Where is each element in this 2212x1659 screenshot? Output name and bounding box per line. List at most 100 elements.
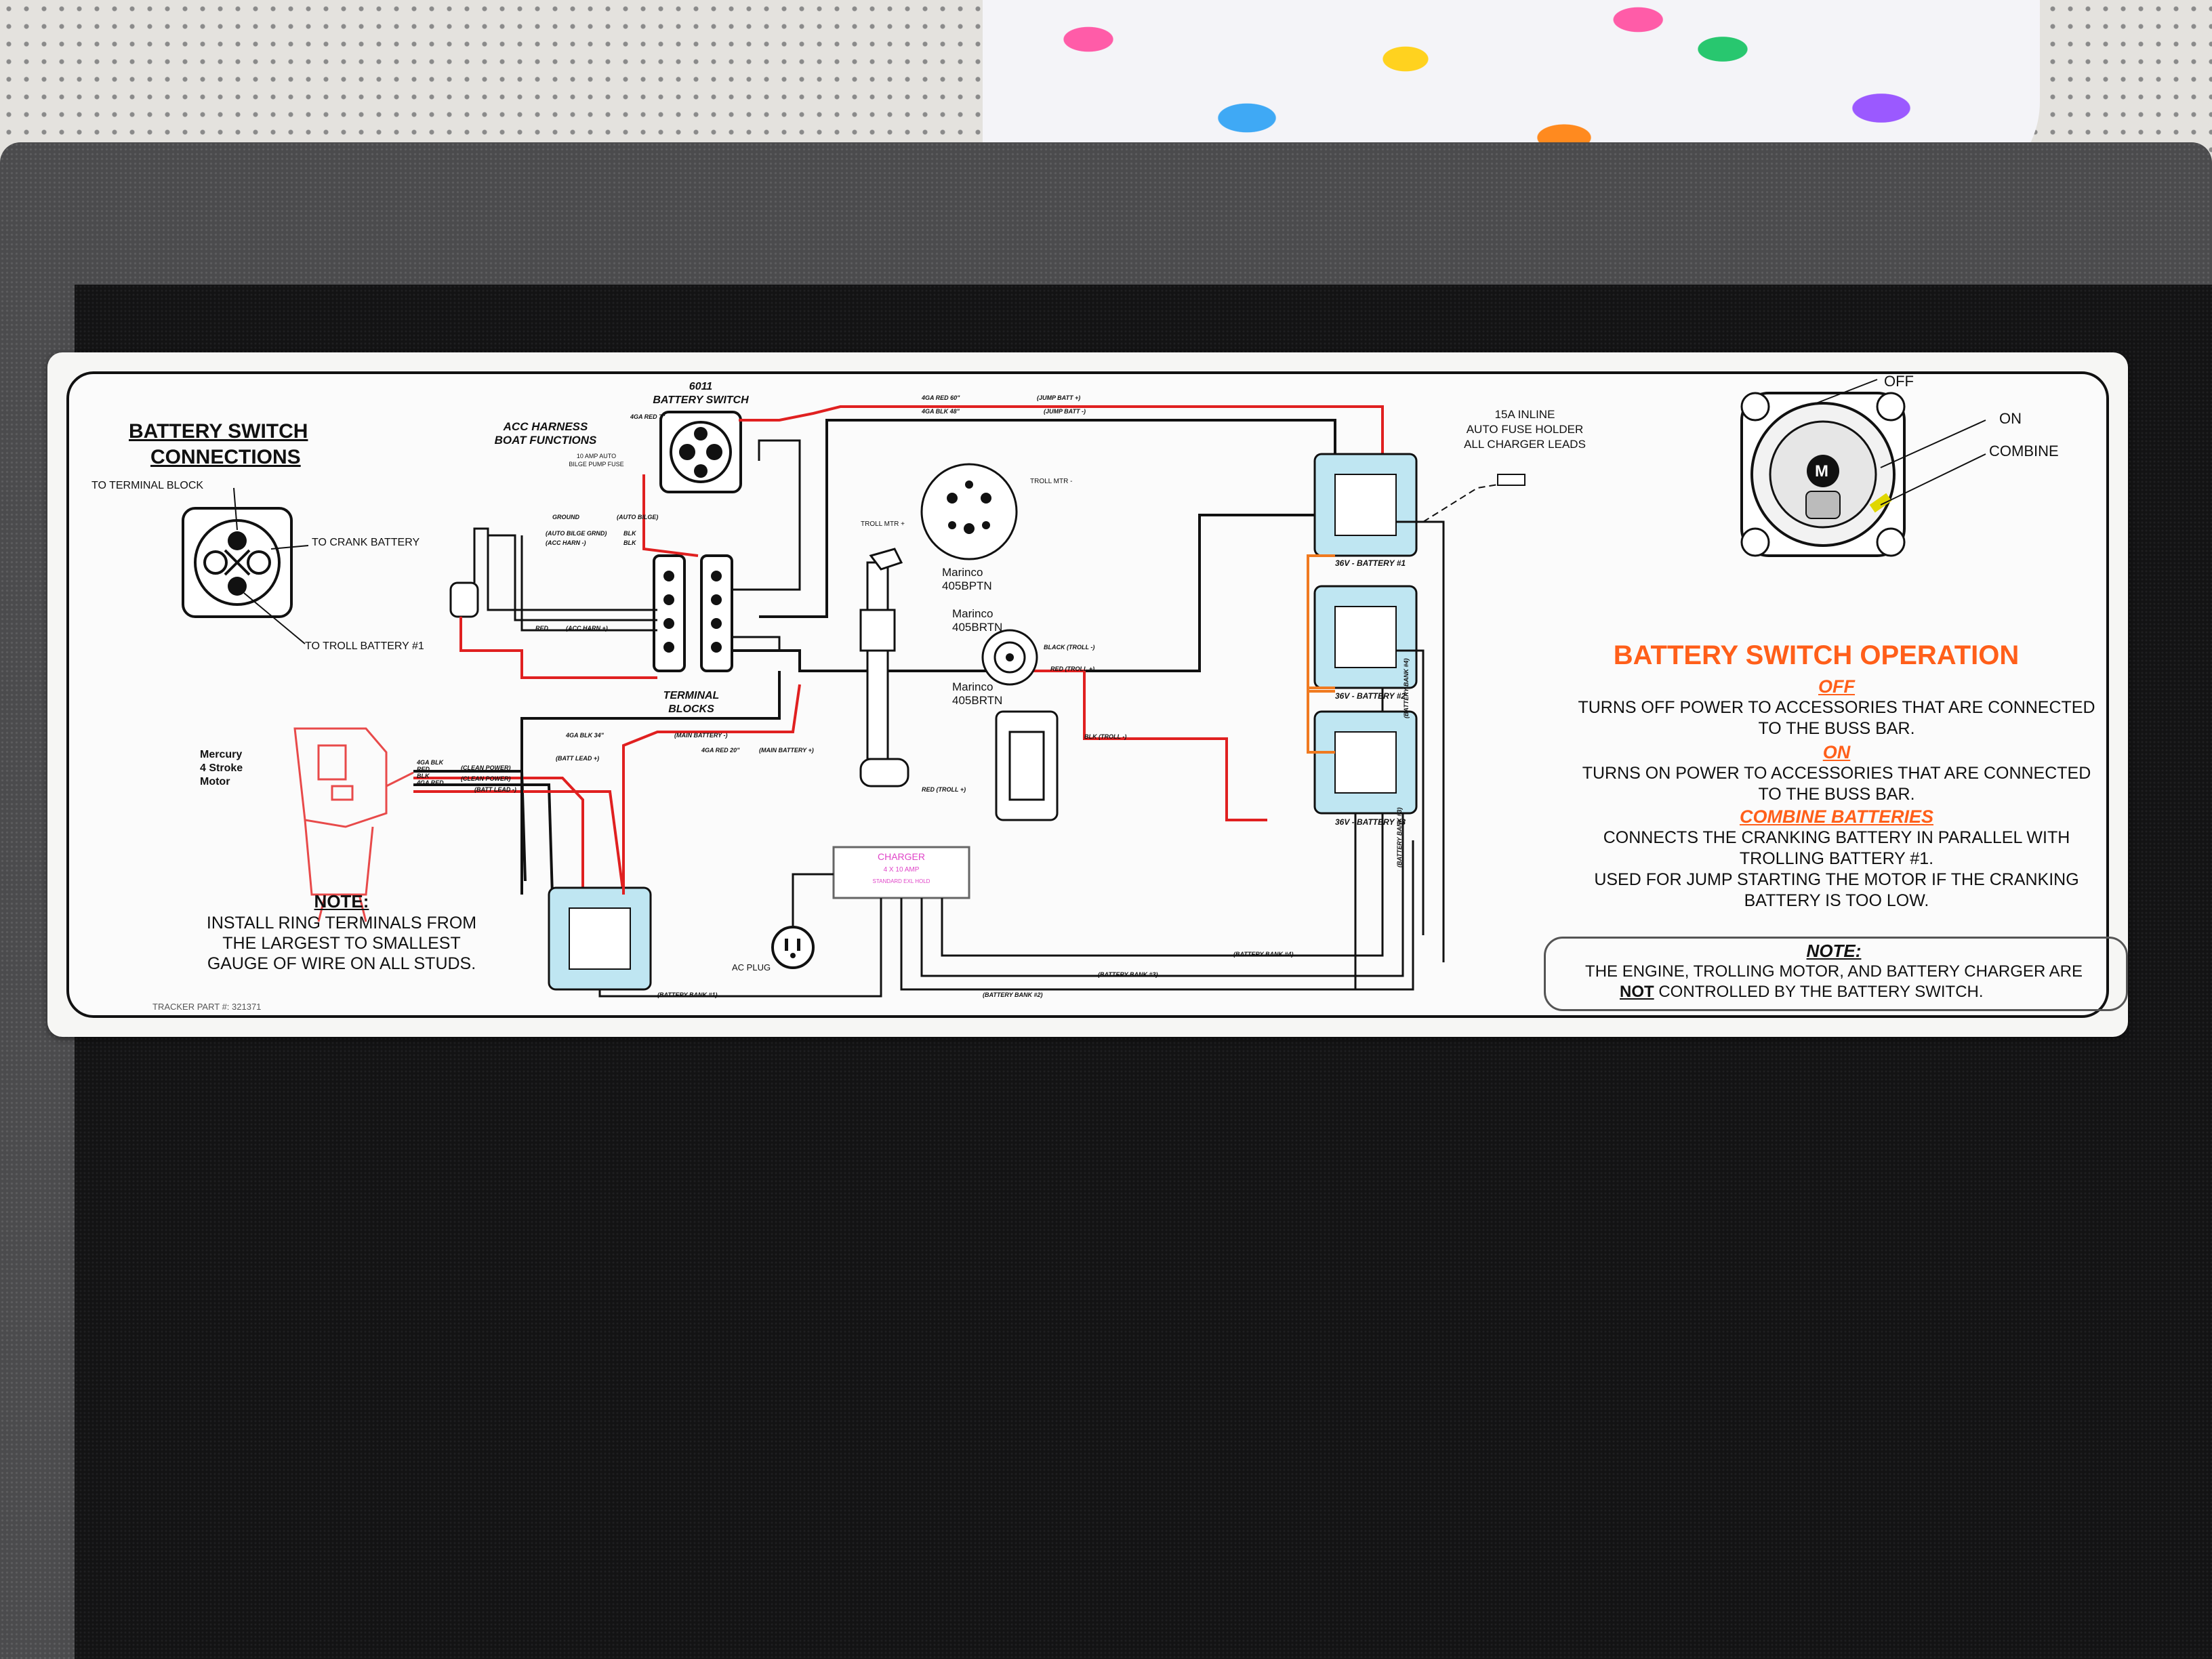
battery-switch-connections-title-1: BATTERY SWITCH (129, 420, 308, 443)
battery-switch-6011-graphic (659, 411, 742, 493)
battery-switch-connections-title-2: CONNECTIONS (150, 446, 301, 468)
left-battery-switch-graphic (182, 487, 309, 644)
wire-main-battery-plus: (MAIN BATTERY +) (759, 747, 814, 754)
wire-battery-bank-1: (BATTERY BANK #1) (657, 991, 718, 998)
wire-clean-power: (CLEAN POWER) (461, 764, 511, 771)
wire-blk-troll-minus: BLK (TROLL -) (1084, 733, 1127, 740)
wire-blk-motor: BLK (417, 773, 430, 779)
marinco-405brtn-plug (995, 710, 1059, 821)
wire-4ga-blk-motor: 4GA BLK (417, 759, 444, 766)
knob-label-on: ON (1999, 410, 2022, 427)
charger-spec-label: 4 X 10 AMP (883, 866, 920, 874)
right-note-line-1: THE ENGINE, TROLLING MOTOR, AND BATTERY … (1585, 962, 2083, 981)
wire-main-battery-minus: (MAIN BATTERY -) (674, 732, 728, 739)
wire-ground: GROUND (552, 514, 579, 520)
motor-label-1: Mercury (200, 749, 243, 760)
wire-4ga-red-20: 4GA RED 20" (701, 747, 740, 754)
wire-black-troll-minus: BLACK (TROLL -) (1044, 644, 1095, 651)
knob-label-off: OFF (1884, 373, 1914, 390)
wire-4ga-blk-34: 4GA BLK 34" (566, 732, 604, 739)
motor-label-2: 4 Stroke (200, 762, 243, 774)
right-note-line-2: NOT CONTROLLED BY THE BATTERY SWITCH. (1620, 983, 1984, 1002)
switch-name-label: BATTERY SWITCH (653, 394, 749, 406)
terminal-blocks-label-2: BLOCKS (668, 703, 714, 715)
marinco-1-label-2: 405BPTN (942, 579, 992, 592)
on-line-2: TO THE BUSS BAR. (1758, 785, 1915, 804)
combine-line-1: CONNECTS THE CRANKING BATTERY IN PARALLE… (1603, 828, 2070, 847)
wire-blk: BLK (623, 530, 636, 537)
marinco-405brtn-receptacle (981, 629, 1038, 686)
off-line-2: TO THE BUSS BAR. (1758, 719, 1915, 738)
wire-battery-bank-vertical-2: (BATTERY BANK #3) (1396, 807, 1403, 867)
troll-mtr-minus-label: TROLL MTR - (1030, 478, 1073, 485)
charger-label: CHARGER (877, 851, 926, 862)
wire-battery-bank-4: (BATTERY BANK #4) (1233, 951, 1294, 958)
marinco-1-label-1: Marinco (942, 566, 983, 579)
marinco-2-label-1: Marinco (952, 607, 994, 620)
label-to-terminal-block: TO TERMINAL BLOCK (91, 480, 204, 491)
wire-auto-bilge: (AUTO BILGE) (617, 514, 659, 520)
right-note-title: NOTE: (1806, 941, 1862, 961)
right-note-not: NOT (1620, 983, 1654, 1001)
on-heading: ON (1822, 742, 1851, 762)
wire-red-troll-plus: RED (TROLL +) (1050, 665, 1095, 672)
wire-battery-bank-vertical-1: (BATTERY BANK #4) (1403, 658, 1410, 718)
combine-heading: COMBINE BATTERIES (1739, 806, 1934, 827)
off-line-1: TURNS OFF POWER TO ACCESSORIES THAT ARE … (1578, 698, 2095, 717)
charger-model-label: STANDARD EXL HOLD (872, 878, 930, 884)
acc-harness-connector (449, 581, 479, 618)
right-note-box (1544, 937, 2128, 1011)
acc-harness-label-2: BOAT FUNCTIONS (494, 434, 597, 447)
battery-1-label: 36V - BATTERY #1 (1335, 558, 1406, 568)
inline-fuse-label-2: AUTO FUSE HOLDER (1466, 423, 1584, 436)
mercury-motor-graphic (293, 727, 414, 922)
wire-blk-2: BLK (623, 539, 636, 546)
crank-battery-graphic (548, 886, 652, 991)
wire-red-troll-plus-2: RED (TROLL +) (922, 786, 966, 793)
left-note-line-2: THE LARGEST TO SMALLEST (222, 934, 461, 953)
ac-plug-label: AC PLUG (732, 962, 771, 972)
wiring-diagram-sticker: BATTERY SWITCH CONNECTIONS TO TERMINAL B… (47, 352, 2128, 1037)
wire-clean-power-2: (CLEAN POWER) (461, 775, 511, 782)
wire-acc-harn-plus: (ACC HARN +) (566, 625, 608, 632)
wire-4ga-red-7: 4GA RED 7" (630, 413, 665, 420)
combine-line-2: TROLLING BATTERY #1. (1739, 849, 1934, 868)
marinco-3-label-2: 405BRTN (952, 694, 1003, 707)
wire-battery-bank-3: (BATTERY BANK #3) (1098, 971, 1158, 978)
fuse-10amp-label-1: 10 AMP AUTO (576, 453, 617, 459)
wiring-diagram-graphics (182, 379, 1986, 998)
knob-label-combine: COMBINE (1989, 443, 2059, 459)
on-line-1: TURNS ON POWER TO ACCESSORIES THAT ARE C… (1582, 764, 2091, 783)
left-note-line-1: INSTALL RING TERMINALS FROM (206, 914, 477, 933)
inline-fuse-label-3: ALL CHARGER LEADS (1464, 438, 1586, 451)
wire-red-motor: RED (417, 766, 430, 773)
trolling-batteries-graphic (1313, 453, 1418, 815)
wire-batt-lead-minus: (BATT LEAD -) (474, 786, 516, 793)
terminal-blocks-label-1: TERMINAL (663, 690, 720, 701)
wire-4ga-red-motor: 4GA RED (417, 779, 444, 786)
off-heading: OFF (1818, 676, 1855, 697)
left-note-line-3: GAUGE OF WIRE ON ALL STUDS. (207, 954, 476, 973)
left-note-title: NOTE: (314, 891, 369, 912)
part-number: TRACKER PART #: 321371 (152, 1002, 262, 1012)
trolling-motor-graphic (859, 548, 909, 787)
wire-4ga-blk-48: 4GA BLK 48" (922, 408, 960, 415)
battery-2-label: 36V - BATTERY #2 (1335, 691, 1406, 701)
troll-mtr-plus-label: TROLL MTR + (861, 520, 905, 528)
wire-jump-batt-minus: (JUMP BATT -) (1044, 408, 1086, 415)
inline-fuse-label-1: 15A INLINE (1494, 408, 1555, 421)
terminal-blocks-graphic (653, 554, 733, 672)
motor-label-3: Motor (200, 776, 230, 787)
wire-red: RED (535, 625, 549, 632)
wire-acc-harn-minus: (ACC HARN -) (546, 539, 586, 546)
acc-harness-label-1: ACC HARNESS (503, 420, 588, 433)
battery-switch-operation-title: BATTERY SWITCH OPERATION (1613, 640, 2020, 670)
wire-battery-bank-2: (BATTERY BANK #2) (983, 991, 1043, 998)
battery-3-label: 36V - BATTERY #3 (1335, 817, 1406, 827)
switch-model-label: 6011 (689, 381, 713, 392)
wire-batt-lead-plus: (BATT LEAD +) (556, 755, 600, 762)
ac-plug-graphic (771, 926, 815, 969)
label-to-troll-battery: TO TROLL BATTERY #1 (305, 640, 424, 652)
marinco-2-label-2: 405BRTN (952, 621, 1003, 634)
wire-4ga-red-60: 4GA RED 60" (922, 394, 960, 401)
